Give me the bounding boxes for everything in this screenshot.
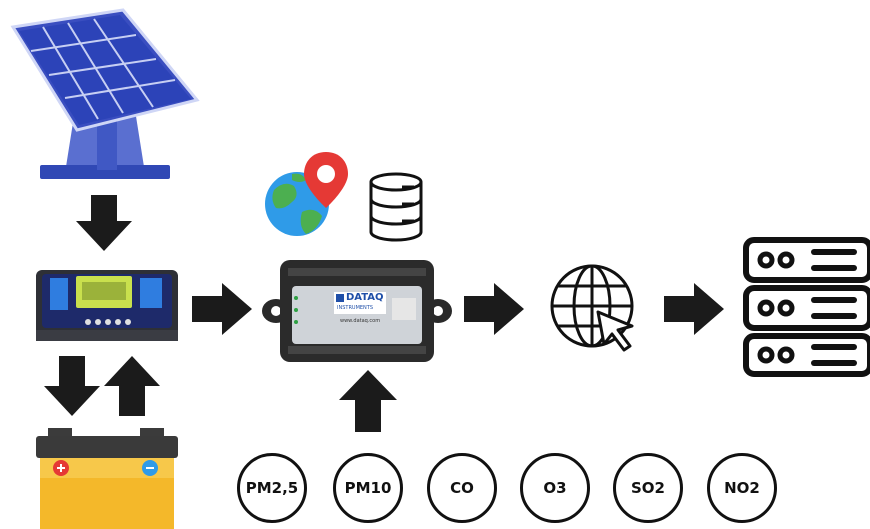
down-arrow-icon <box>44 356 100 416</box>
right-arrow-icon <box>192 283 252 335</box>
right-arrow-icon <box>664 283 724 335</box>
data-logger-icon <box>262 260 452 362</box>
down-arrow-icon <box>76 195 132 251</box>
globe-location-icon <box>265 152 348 236</box>
sensor-pm25: PM2,5 <box>237 453 307 523</box>
up-arrow-icon <box>104 356 160 416</box>
sensor-pm10: PM10 <box>333 453 403 523</box>
sensor-o3: O3 <box>520 453 590 523</box>
solar-panel-icon <box>10 8 200 179</box>
charge-controller-icon <box>36 270 178 341</box>
logger-subbrand: INSTRUMENTS <box>337 305 374 311</box>
logger-url: www.dataq.com <box>340 318 381 324</box>
internet-globe-icon <box>550 264 634 352</box>
logger-brand: DATAQ <box>346 292 384 303</box>
sensor-co: CO <box>427 453 497 523</box>
sensor-no2: NO2 <box>707 453 777 523</box>
sensor-so2: SO2 <box>613 453 683 523</box>
battery-icon <box>36 428 178 529</box>
server-rack-icon <box>743 237 870 377</box>
up-arrow-icon <box>339 370 397 432</box>
database-icon <box>369 172 423 242</box>
right-arrow-icon <box>464 283 524 335</box>
